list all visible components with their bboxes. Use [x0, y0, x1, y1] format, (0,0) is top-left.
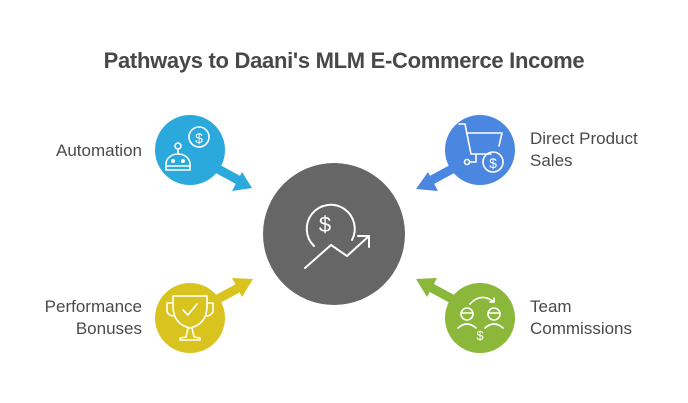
label-direct-product-sales-line-1: Direct Product	[530, 129, 638, 148]
label-team-commissions-line-1: Team	[530, 297, 572, 316]
people-exchange-icon: $	[457, 296, 504, 343]
svg-text:$: $	[489, 155, 497, 171]
node-automation: $	[155, 115, 225, 185]
label-team-commissions-line-2: Commissions	[530, 319, 633, 338]
svg-text:$: $	[476, 328, 484, 343]
label-performance-bonuses-line-2: Bonuses	[75, 319, 142, 338]
trophy-check-icon	[166, 295, 214, 341]
svg-text:$: $	[319, 212, 331, 237]
node-direct-product-sales: $	[445, 115, 515, 185]
center-node: $	[263, 163, 405, 305]
robot-dollar-icon: $	[165, 126, 210, 171]
label-automation: Automation	[20, 140, 142, 162]
label-direct-product-sales: Direct Product Sales	[530, 128, 680, 172]
node-performance-bonuses	[155, 283, 225, 353]
svg-text:$: $	[195, 130, 203, 146]
label-team-commissions: Team Commissions	[530, 296, 680, 340]
dollar-growth-icon: $	[304, 203, 370, 269]
label-direct-product-sales-line-2: Sales	[530, 151, 573, 170]
cart-dollar-icon: $	[458, 123, 504, 173]
label-performance-bonuses: Performance Bonuses	[10, 296, 142, 340]
label-automation-line-1: Automation	[56, 141, 142, 160]
page-title: Pathways to Daani's MLM E-Commerce Incom…	[103, 48, 585, 73]
node-team-commissions: $	[445, 283, 515, 353]
label-performance-bonuses-line-1: Performance	[44, 297, 142, 316]
